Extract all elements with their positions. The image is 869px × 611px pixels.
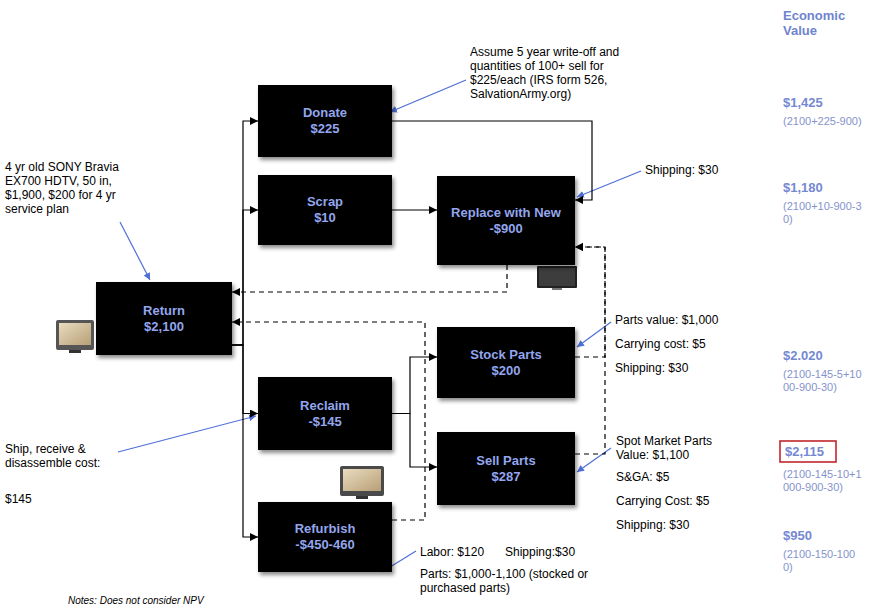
callout-note: S&GA: $5 bbox=[616, 470, 669, 484]
value-formula: (2100+225-900) bbox=[783, 115, 863, 128]
leader-line bbox=[118, 416, 256, 452]
callout-note: Shipping: $30 bbox=[645, 163, 718, 177]
box-value: $2,100 bbox=[144, 319, 184, 335]
process-box: Sell Parts$287 bbox=[437, 432, 575, 505]
economic-value: $2,115 bbox=[785, 444, 824, 460]
return-flow-arrow bbox=[575, 247, 605, 454]
leader-line bbox=[577, 448, 611, 472]
leader-line bbox=[577, 171, 641, 197]
process-box: Stock Parts$200 bbox=[437, 327, 575, 398]
flow-arrow bbox=[232, 121, 258, 345]
callout-note: 4 yr old SONY Bravia EX700 HDTV, 50 in, … bbox=[5, 160, 145, 216]
box-value: $200 bbox=[492, 363, 521, 379]
callout-note: Ship, receive & disassemble cost: bbox=[5, 442, 115, 470]
flow-arrow bbox=[392, 209, 437, 210]
return-flow-arrow bbox=[575, 247, 605, 357]
callout-note: Carrying Cost: $5 bbox=[616, 494, 709, 508]
tv-screen bbox=[539, 268, 575, 286]
box-title: Return bbox=[143, 303, 185, 319]
column-header: Economic Value bbox=[783, 8, 863, 38]
box-value: $287 bbox=[492, 469, 521, 485]
footnote: Notes: Does not consider NPV bbox=[68, 595, 204, 607]
tv-screen bbox=[343, 469, 381, 491]
flow-arrow bbox=[232, 345, 258, 537]
box-title: Reclaim bbox=[300, 398, 350, 414]
box-title: Replace with New bbox=[451, 205, 561, 221]
process-box: Donate$225 bbox=[258, 85, 392, 157]
economic-value: $1,180 bbox=[783, 180, 823, 196]
leader-line bbox=[390, 80, 466, 112]
process-box: Scrap$10 bbox=[258, 175, 392, 245]
leader-line bbox=[577, 322, 611, 347]
box-title: Donate bbox=[303, 105, 347, 121]
process-box: Reclaim-$145 bbox=[258, 377, 392, 450]
callout-note: Spot Market Parts Value: $1,100 bbox=[616, 434, 736, 462]
tv-icon bbox=[56, 320, 94, 353]
leader-line bbox=[120, 222, 150, 280]
process-box: Return$2,100 bbox=[96, 282, 232, 355]
value-formula: (2100-150-1000) bbox=[783, 548, 863, 574]
flow-arrow bbox=[232, 210, 258, 345]
flow-arrow bbox=[392, 414, 437, 468]
box-title: Scrap bbox=[307, 194, 343, 210]
box-value: $225 bbox=[311, 121, 340, 137]
process-box: Replace with New-$900 bbox=[437, 176, 575, 265]
economic-value: $1,425 bbox=[783, 95, 823, 111]
return-flow-arrow bbox=[232, 322, 425, 520]
value-formula: (2100-145-10+1000-900-30) bbox=[783, 468, 863, 494]
callout-note: Shipping: $30 bbox=[616, 518, 689, 532]
box-value: -$900 bbox=[489, 221, 522, 237]
tv-stand bbox=[552, 288, 562, 290]
callout-note: Parts value: $1,000 bbox=[615, 313, 718, 327]
callout-note: Carrying cost: $5 bbox=[615, 337, 706, 351]
callout-note: $145 bbox=[5, 492, 32, 506]
flow-arrow bbox=[232, 345, 258, 414]
highlight-frame bbox=[780, 441, 836, 462]
economic-value: $950 bbox=[783, 528, 812, 544]
box-value: -$145 bbox=[308, 414, 341, 430]
process-box: Refurbish-$450-460 bbox=[258, 502, 392, 572]
value-formula: (2100-145-5+1000-900-30) bbox=[783, 368, 863, 394]
economic-value: $2.020 bbox=[783, 348, 823, 364]
tv-screen bbox=[59, 323, 91, 345]
tv-icon bbox=[340, 466, 384, 499]
box-value: $10 bbox=[314, 210, 336, 226]
box-title: Sell Parts bbox=[476, 453, 535, 469]
box-value: -$450-460 bbox=[295, 537, 354, 553]
tv-stand bbox=[69, 350, 81, 353]
value-formula: (2100+10-900-30) bbox=[783, 200, 863, 226]
tv-frame bbox=[537, 266, 577, 288]
flow-arrow bbox=[392, 357, 437, 414]
tv-frame bbox=[56, 320, 94, 350]
tv-frame bbox=[340, 466, 384, 496]
return-flow-arrow bbox=[232, 265, 507, 292]
callout-note: Assume 5 year write-off and quantities o… bbox=[470, 45, 660, 101]
callout-note: Labor: $120 bbox=[420, 545, 484, 559]
callout-note: Parts: $1,000-1,100 (stocked or purchase… bbox=[420, 567, 610, 595]
box-title: Refurbish bbox=[295, 521, 356, 537]
tv-icon bbox=[537, 266, 577, 290]
callout-note: Shipping:$30 bbox=[505, 545, 575, 559]
callout-note: Shipping: $30 bbox=[615, 361, 688, 375]
box-title: Stock Parts bbox=[470, 347, 542, 363]
tv-stand bbox=[356, 496, 368, 499]
